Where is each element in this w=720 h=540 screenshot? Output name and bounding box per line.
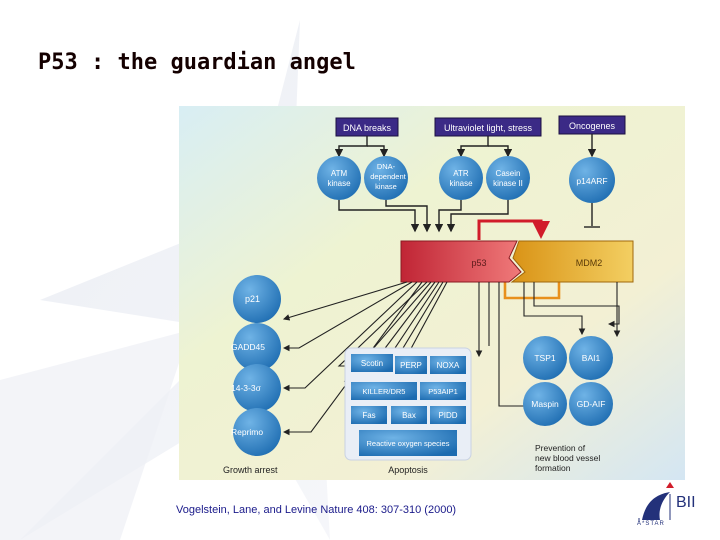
- apoptosis-pidd: PIDD: [430, 406, 466, 424]
- kinase-casein-label-2: kinase II: [493, 179, 523, 188]
- reprimo-label: Reprimo: [231, 427, 263, 437]
- kinase-dna-pk-label-3: kinase: [375, 182, 397, 191]
- mdm2-inhibits-p53-arrow: [503, 282, 561, 300]
- apoptosis-noxa-label: NOXA: [437, 361, 460, 370]
- apoptosis-p53aip1-label: P53AIP1: [428, 387, 458, 396]
- kinase-atm-label-2: kinase: [327, 179, 351, 188]
- apoptosis-caption: Apoptosis: [388, 465, 428, 475]
- apoptosis-ros-label: Reactive oxygen species: [367, 439, 450, 448]
- mdm2-block: MDM2: [510, 240, 634, 283]
- p14arf-label: p14ARF: [576, 176, 607, 186]
- kinase-dna-pk-label-2: dependent: [370, 172, 406, 181]
- apoptosis-fas: Fas: [351, 406, 387, 424]
- 14-3-3-sigma-label: 14-3-3σ: [231, 383, 262, 393]
- slide-title: P53 : the guardian angel: [38, 50, 356, 75]
- astar-logo-text: A*STAR: [637, 521, 665, 527]
- apoptosis-group: Scotin PERP NOXA KILLER/DR5 P53AIP1 Fas …: [344, 347, 472, 475]
- apoptosis-p53aip1: P53AIP1: [420, 382, 466, 400]
- p53-pathway-diagram: DNA breaks Ultraviolet light, stress Onc…: [179, 106, 685, 480]
- p53-block: p53: [400, 240, 522, 283]
- apoptosis-pidd-label: PIDD: [438, 411, 457, 420]
- signal-dna-breaks: DNA breaks: [335, 117, 399, 137]
- kinase-atm-node: ATM kinase: [317, 156, 361, 200]
- signal-dna-breaks-label: DNA breaks: [343, 123, 392, 133]
- tsp1-label: TSP1: [534, 353, 556, 363]
- bai1-node: BAI1: [569, 336, 613, 380]
- tsp1-node: TSP1: [523, 336, 567, 380]
- kinase-atr-label-1: ATR: [453, 169, 469, 178]
- astar-bii-logo: [638, 482, 674, 522]
- mdm2-label: MDM2: [576, 258, 603, 268]
- p53-label: p53: [471, 258, 486, 268]
- citation: Vogelstein, Lane, and Levine Nature 408:…: [176, 504, 457, 516]
- signal-oncogenes-label: Oncogenes: [569, 121, 616, 131]
- p21-label: p21: [245, 294, 260, 304]
- bai1-label: BAI1: [582, 353, 601, 363]
- angiogenesis-caption-3: formation: [535, 463, 571, 473]
- gadd45-node: GADD45: [231, 323, 281, 371]
- apoptosis-killer-dr5: KILLER/DR5: [351, 382, 417, 400]
- gadd45-label: GADD45: [231, 342, 265, 352]
- 14-3-3-sigma-node: 14-3-3σ: [231, 364, 281, 412]
- kinase-casein-node: Casein kinase II: [486, 156, 530, 200]
- apoptosis-killer-dr5-label: KILLER/DR5: [363, 387, 406, 396]
- signal-oncogenes: Oncogenes: [558, 115, 626, 135]
- kinase-dna-pk-node: DNA- dependent kinase: [364, 156, 408, 200]
- apoptosis-scotin: Scotin: [351, 354, 393, 372]
- apoptosis-scotin-label: Scotin: [361, 359, 383, 368]
- kinase-atm-label-1: ATM: [331, 169, 348, 178]
- kinase-to-p53-arrows: [338, 200, 509, 233]
- angiogenesis-group: TSP1 BAI1 Maspin GD-AIF Prevention of ne…: [523, 336, 613, 473]
- apoptosis-bax: Bax: [391, 406, 427, 424]
- p21-node: p21: [233, 275, 281, 323]
- apoptosis-fas-label: Fas: [362, 411, 375, 420]
- apoptosis-bax-label: Bax: [402, 411, 416, 420]
- p53-induces-mdm2-arrow: [477, 219, 550, 240]
- growth-arrest-caption: Growth arrest: [223, 465, 278, 475]
- gd-aif-node: GD-AIF: [569, 382, 613, 426]
- kinase-dna-pk-label-1: DNA-: [377, 162, 396, 171]
- angiogenesis-caption-2: new blood vessel: [535, 453, 600, 463]
- maspin-node: Maspin: [523, 382, 567, 426]
- reprimo-node: Reprimo: [231, 408, 281, 456]
- gd-aif-label: GD-AIF: [577, 399, 606, 409]
- kinase-casein-label-1: Casein: [496, 169, 521, 178]
- p14arf-inhibition: [584, 203, 600, 228]
- apoptosis-perp: PERP: [395, 356, 427, 374]
- apoptosis-perp-label: PERP: [400, 361, 422, 370]
- angiogenesis-caption-1: Prevention of: [535, 443, 586, 453]
- p14arf-node: p14ARF: [569, 157, 615, 203]
- maspin-label: Maspin: [531, 399, 559, 409]
- bii-logo-text: BII: [676, 494, 696, 511]
- kinase-atr-label-2: kinase: [449, 179, 473, 188]
- kinase-atr-node: ATR kinase: [439, 156, 483, 200]
- growth-arrest-column: p21 GADD45 14-3-3σ Reprimo Growth arrest: [223, 275, 281, 475]
- signal-uv-stress-label: Ultraviolet light, stress: [444, 123, 533, 133]
- signal-uv-stress: Ultraviolet light, stress: [434, 117, 542, 137]
- apoptosis-noxa: NOXA: [430, 356, 466, 374]
- apoptosis-ros: Reactive oxygen species: [359, 430, 457, 456]
- signal-arrows: [334, 134, 597, 158]
